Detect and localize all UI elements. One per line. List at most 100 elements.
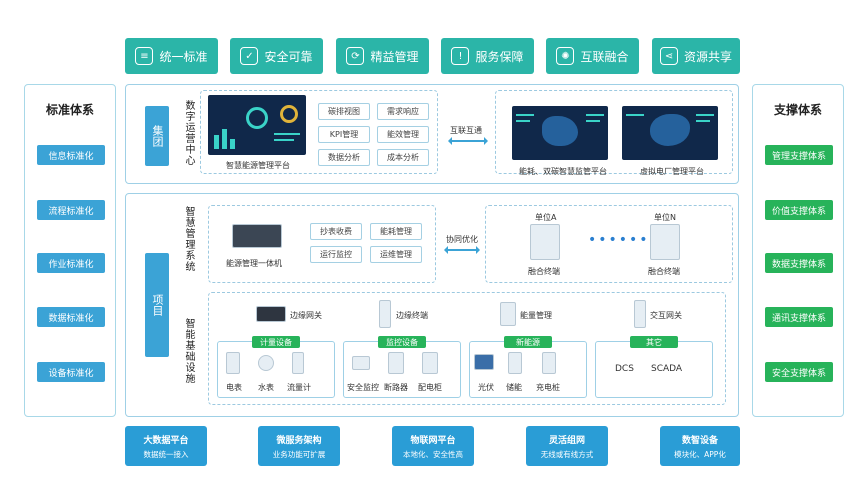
infra-box [208,292,726,405]
card-sub: 数据统一接入 [143,449,189,459]
group-head: 新能源 [504,336,552,348]
pill-resource-sharing: ⋖ 资源共享 [652,38,740,74]
standard-item: 信息标准化 [37,145,105,165]
pill-label: 互联融合 [580,49,629,64]
device-label: 断路器 [384,383,408,392]
feature-tag: 成本分析 [377,149,429,166]
card-title: 数智设备 [681,435,718,446]
panel-title: 标准体系 [45,103,94,117]
platform-box [200,90,438,174]
atom-icon: ✺ [556,47,575,65]
device-label: 配电柜 [418,383,442,392]
edge-gateway-device [256,306,286,322]
device-label: 电表 [226,383,242,392]
feature-tag: 碳排视图 [318,103,370,120]
charger-device [542,352,556,374]
group-head: 其它 [630,336,678,348]
device-label: 流量计 [287,383,311,392]
regulator-box [495,90,733,174]
device-label: 水表 [258,383,274,392]
cabinet-device [422,352,438,374]
interaction-gateway-device [634,300,646,328]
group-head: 监控设备 [378,336,426,348]
unit-title: 单位A [535,213,557,222]
pill-label: 统一标准 [159,49,208,64]
group-label: 集团 [145,106,169,166]
device-label: 光伏 [478,383,494,392]
mgmt-box [208,205,436,283]
system-label: SCADA [651,364,683,374]
bottom-card-network: 灵活组网 无线或有线方式 [526,426,608,466]
device-label: 充电桩 [536,383,560,392]
bidirectional-arrow-icon [448,137,488,145]
gateway-label: 交互网关 [650,311,682,320]
card-title: 大数据平台 [143,435,189,446]
feature-tag: 需求响应 [377,103,429,120]
support-item: 数据支撑体系 [765,253,833,273]
unit-caption: 融合终端 [648,267,680,276]
support-item: 安全支撑体系 [765,362,833,382]
support-item: 价值支撑体系 [765,200,833,220]
fusion-terminal-device [650,224,680,260]
platform-screenshot [208,95,306,155]
card-sub: 本地化、安全性高 [403,449,463,459]
layers-icon: ≡ [135,47,154,65]
solar-panel-device [474,354,494,370]
bottom-card-microservice: 微服务架构 业务功能可扩展 [258,426,340,466]
system-label: DCS [615,364,634,374]
card-sub: 模块化、APP化 [674,449,726,459]
bottom-card-iot: 物联网平台 本地化、安全性高 [392,426,474,466]
energy-mgmt-device [500,302,516,326]
card-title: 物联网平台 [410,435,456,446]
link-label: 互联互通 [450,126,482,135]
standard-item: 作业标准化 [37,253,105,273]
standard-system-panel: 标准体系 信息标准化 流程标准化 作业标准化 数据标准化 设备标准化 [24,84,116,417]
pill-interconnect: ✺ 互联融合 [546,38,639,74]
feature-tag: 运行监控 [310,246,362,263]
pill-lean-management: ⟳ 精益管理 [336,38,429,74]
flowmeter-device [292,352,304,374]
bidirectional-arrow-icon [444,246,480,254]
device-label: 安全监控 [347,383,379,392]
group-head: 计量设备 [252,336,300,348]
fusion-terminal-device [530,224,560,260]
link-label: 协同优化 [446,235,478,244]
pill-service: ! 服务保障 [441,38,534,74]
pill-unified-standard: ≡ 统一标准 [125,38,218,74]
smart-infra-label: 智能基础设施 [183,318,194,384]
units-box [485,205,733,283]
meter-device [226,352,240,374]
standard-item: 数据标准化 [37,307,105,327]
digital-ops-center-label: 数字运营中心 [183,100,194,166]
ellipsis-dots: •••••• [588,232,650,248]
breaker-device [388,352,404,374]
shield-info-icon: ! [451,47,470,65]
card-sub: 业务功能可扩展 [272,449,326,459]
support-item: 管理支撑体系 [765,145,833,165]
feature-tag: 数据分析 [318,149,370,166]
bottom-card-bigdata: 大数据平台 数据统一接入 [125,426,207,466]
platform-caption: 智慧能源管理平台 [226,161,290,170]
device-caption: 能源管理一体机 [226,259,282,268]
pill-label: 精益管理 [370,49,419,64]
feature-tag: 能效管理 [377,126,429,143]
screen-caption: 能耗、双碳智慧监管平台 [519,167,607,176]
energy-terminal-device [232,224,282,248]
pill-label: 资源共享 [683,49,732,64]
feature-tag: 运维管理 [370,246,422,263]
camera-device [352,356,370,370]
gear-cycle-icon: ⟳ [346,47,365,65]
storage-device [508,352,522,374]
support-system-panel: 支撑体系 管理支撑体系 价值支撑体系 数据支撑体系 通讯支撑体系 安全支撑体系 [752,84,844,417]
project-label: 项目 [145,253,169,357]
shield-check-icon: ✓ [240,47,259,65]
feature-tag: KPI管理 [318,126,370,143]
card-title: 微服务架构 [276,435,322,446]
pill-safe-reliable: ✓ 安全可靠 [230,38,323,74]
panel-title: 支撑体系 [773,103,822,117]
card-title: 灵活组网 [548,435,585,446]
water-meter-device [258,355,274,371]
card-sub: 无线或有线方式 [540,449,594,459]
screen-caption: 虚拟电厂管理平台 [640,167,704,176]
bottom-card-device: 数智设备 模块化、APP化 [660,426,740,466]
